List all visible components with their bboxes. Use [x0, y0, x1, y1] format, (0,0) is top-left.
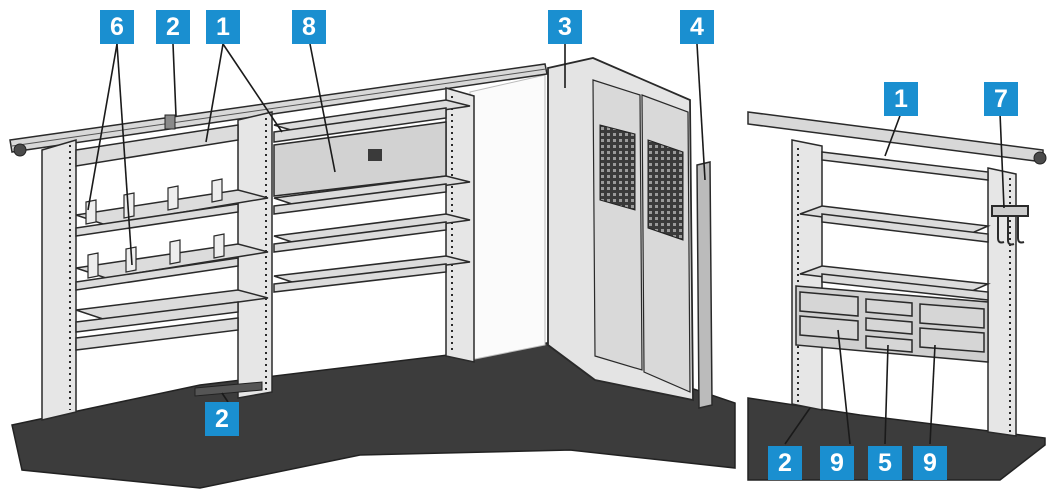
callout-7: 7: [984, 82, 1018, 116]
callout-9: 9: [913, 446, 947, 480]
partition-vent-grille: [599, 124, 636, 211]
top-rail-right: [747, 111, 1047, 165]
callout-3: 3: [548, 10, 582, 44]
drawer-left-bottom: [799, 315, 859, 341]
shelf-end-panel-left: [41, 138, 77, 421]
left-view-drawing: [9, 57, 736, 489]
callout-9: 9: [820, 446, 854, 480]
callout-1: 1: [884, 82, 918, 116]
partition-door: [592, 79, 643, 371]
right-view-shelves: [799, 151, 991, 301]
drawer-right-top: [919, 303, 985, 329]
drawer-right-bottom: [919, 327, 985, 353]
callout-1: 1: [206, 10, 240, 44]
callout-5: 5: [868, 446, 902, 480]
right-unit-shelves: [273, 99, 471, 293]
partition-vent-grille: [647, 139, 684, 241]
drawer-mid-2: [865, 317, 913, 335]
callout-2: 2: [205, 402, 239, 436]
hook-rack: [991, 205, 1029, 246]
callout-8: 8: [292, 10, 326, 44]
cabinet-lock: [368, 149, 382, 161]
back-wall: [469, 74, 546, 361]
callout-leader-lines: [87, 43, 1005, 445]
wall-liner: [696, 161, 713, 409]
drawer-left-top: [799, 291, 859, 317]
callout-2: 2: [156, 10, 190, 44]
right-view-drawing: [747, 111, 1047, 481]
drawer-mid-1: [865, 298, 913, 317]
callout-4: 4: [680, 10, 714, 44]
callout-6: 6: [100, 10, 134, 44]
floor-rail: [194, 381, 263, 397]
shelf-end-panel-right: [445, 87, 475, 363]
drawer-mid-3: [865, 335, 913, 353]
callout-2: 2: [768, 446, 802, 480]
floor-mat-left: [11, 341, 736, 489]
drawer-unit: [795, 285, 989, 363]
